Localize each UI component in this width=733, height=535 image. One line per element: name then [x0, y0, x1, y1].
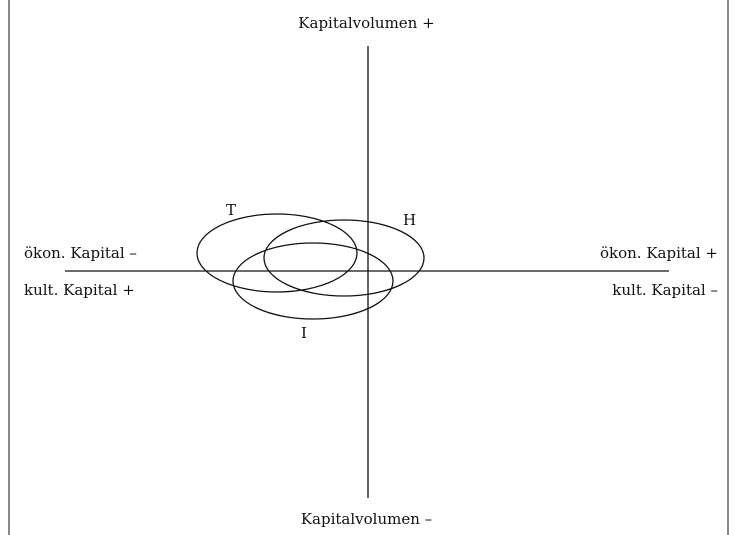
region-h-ellipse — [263, 219, 425, 297]
region-label-t: T — [226, 201, 237, 219]
region-i-ellipse — [232, 242, 394, 320]
axis-label-left-upper: ökon. Kapital – — [24, 244, 137, 262]
axis-label-right-lower: kult. Kapital – — [612, 281, 718, 299]
axis-label-left-lower: kult. Kapital + — [24, 281, 135, 299]
axis-label-bottom: Kapitalvolumen – — [300, 510, 433, 528]
region-label-h: H — [403, 211, 417, 229]
region-t-ellipse — [196, 213, 358, 293]
axis-label-top: Kapitalvolumen + — [298, 14, 435, 32]
axis-label-right-upper: ökon. Kapital + — [599, 244, 718, 262]
region-label-i: I — [301, 324, 307, 342]
